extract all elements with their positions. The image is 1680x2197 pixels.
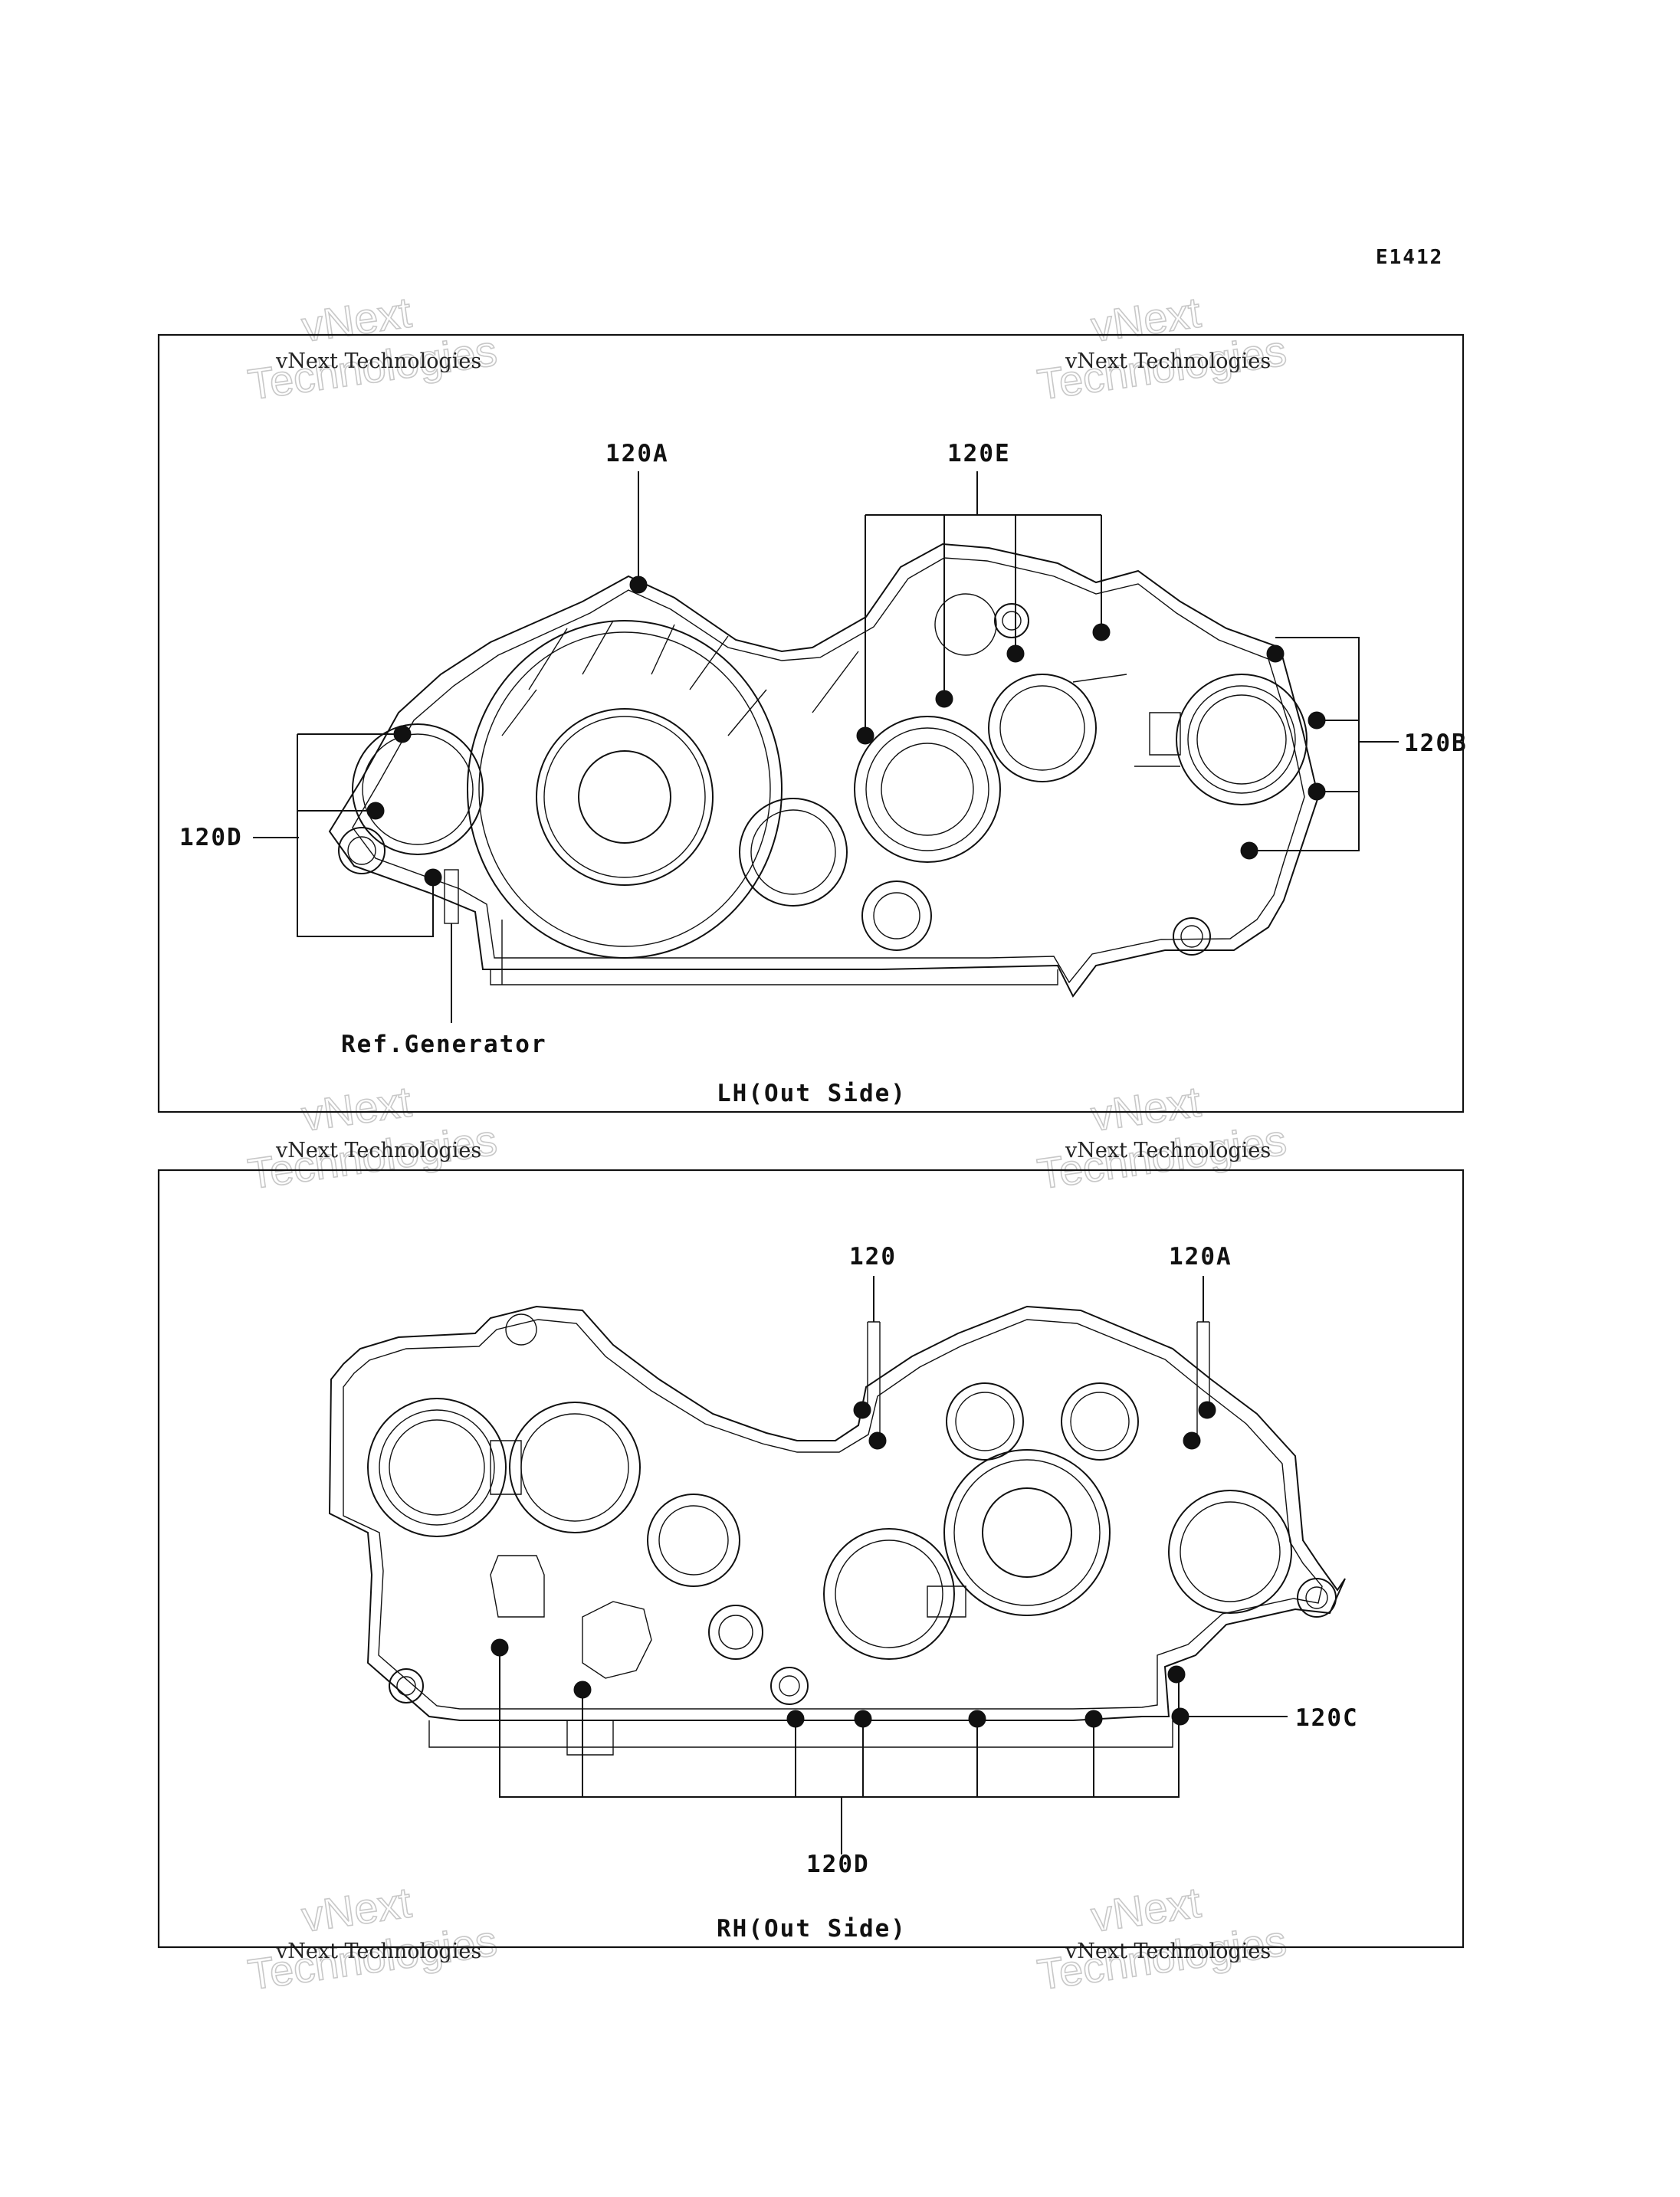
bolt-markers-lh: [366, 575, 1326, 887]
watermark-text: vNext Technologies: [275, 349, 481, 373]
callout-120a: 120A: [605, 440, 669, 467]
panel-title-lh: LH(Out Side): [717, 1080, 907, 1107]
bolt-markers-rh: [491, 1401, 1216, 1728]
watermark-text: vNext Technologies: [1065, 1139, 1271, 1162]
diagram-code: E1412: [1376, 246, 1443, 269]
bolt-icon: [1167, 1665, 1186, 1684]
watermark-text: vNext Technologies: [1065, 1940, 1271, 1963]
callout-120d: 120D: [806, 1851, 870, 1878]
callout-120c: 120C: [1295, 1704, 1359, 1732]
watermark: vNext Technologies vNext Technologies: [244, 1077, 500, 1199]
callout-120e: 120E: [947, 440, 1011, 467]
watermark-text: vNext Technologies: [1065, 349, 1271, 373]
watermark-text: vNext Technologies: [275, 1139, 481, 1162]
callout-ref-generator: Ref.Generator: [341, 1031, 547, 1058]
watermark: vNext Technologies vNext Technologies: [1034, 287, 1290, 409]
bolt-icon: [853, 1401, 871, 1419]
callout-120b: 120B: [1404, 730, 1468, 757]
leader-lines-rh: [499, 1276, 1288, 1854]
callout-120a: 120A: [1169, 1243, 1232, 1271]
watermark: vNext Technologies vNext Technologies: [244, 1877, 500, 1999]
crankcase-lh-drawing: [328, 543, 1320, 998]
bolt-icon: [1198, 1401, 1216, 1419]
bolt-icon: [1266, 644, 1285, 663]
watermark-group: vNext Technologies vNext Technologies vN…: [244, 287, 1290, 1999]
watermark: vNext Technologies vNext Technologies: [1034, 1877, 1290, 1999]
callout-120: 120: [849, 1243, 897, 1271]
watermark-text: vNext Technologies: [275, 1940, 481, 1963]
panel-lh: 120A 120E 120B 120D Ref.Generator LH(Out…: [157, 333, 1468, 1113]
panel-title-rh: RH(Out Side): [717, 1915, 907, 1943]
panel-rh: 120 120A 120C 120D RH(Out Side): [157, 1169, 1465, 1949]
bolt-icon: [1183, 1431, 1201, 1450]
callout-120d: 120D: [179, 824, 243, 851]
watermark: vNext Technologies vNext Technologies: [244, 287, 500, 409]
leader-lines-lh: [253, 471, 1399, 1023]
bolt-icon: [868, 1431, 887, 1450]
crankcase-rh-drawing: [328, 1305, 1346, 1756]
panel-frame: [157, 1169, 1465, 1949]
panel-frame: [157, 333, 1465, 1113]
watermark: vNext Technologies vNext Technologies: [1034, 1077, 1290, 1199]
